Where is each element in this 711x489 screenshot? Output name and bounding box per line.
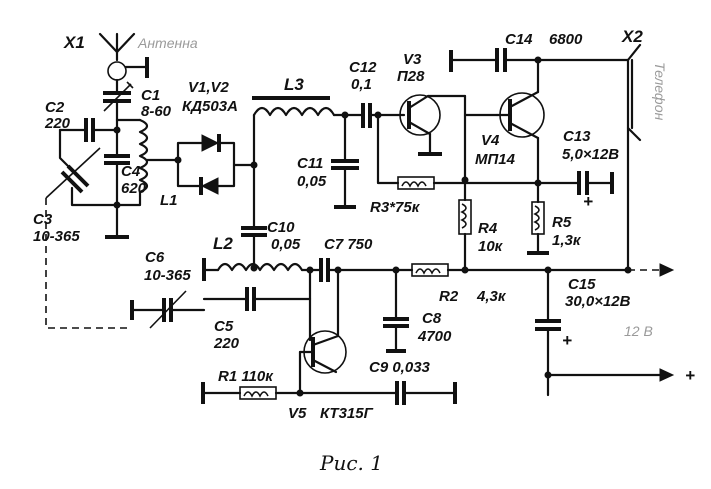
- label-plus-out: +: [685, 366, 695, 385]
- label-c12-value: 0,1: [351, 76, 372, 93]
- label-l2: L2: [213, 234, 233, 253]
- rail-plus-arrow: [546, 368, 675, 382]
- transistor-v4: [495, 58, 545, 185]
- label-r4: R4: [478, 220, 498, 237]
- label-c10: C10: [267, 219, 295, 236]
- label-c15: C15: [568, 276, 596, 293]
- label-c14-value: 6800: [549, 31, 583, 48]
- connector-x2: [626, 43, 642, 272]
- capacitor-c1: [103, 78, 134, 122]
- label-plus-c15: +: [562, 331, 572, 350]
- label-c11-value: 0,05: [297, 173, 327, 190]
- label-c6: C6: [145, 249, 165, 266]
- label-c14: C14: [505, 31, 533, 48]
- label-r1: R1 110к: [218, 368, 274, 385]
- capacitor-c9: [298, 381, 457, 405]
- capacitor-c3: [45, 128, 119, 207]
- label-v4: V4: [481, 132, 500, 149]
- capacitor-c2: [58, 118, 119, 142]
- junction-node: [461, 266, 469, 274]
- tuning-gang-dash: [45, 198, 130, 329]
- label-r3: R3*75к: [370, 199, 421, 216]
- capacitor-c12: [361, 103, 406, 128]
- label-c4-value: 620: [121, 180, 147, 197]
- label-c13: C13: [563, 128, 591, 145]
- label-r2: R2: [439, 288, 459, 305]
- label-r4-value: 10к: [478, 238, 504, 255]
- label-c8-value: 4700: [417, 328, 452, 345]
- capacitor-c15: [535, 268, 561, 397]
- label-c4: C4: [121, 163, 141, 180]
- label-c13-value: 5,0×12В: [562, 146, 619, 163]
- resistor-r2: [411, 263, 630, 277]
- label-c5: C5: [214, 318, 234, 335]
- label-c6-value: 10-365: [144, 267, 191, 284]
- inductor-l1: [115, 118, 180, 207]
- label-v3: V3: [403, 51, 422, 68]
- figure-caption: Рис. 1: [319, 451, 383, 475]
- diodes-v1-v2: [176, 134, 256, 195]
- capacitor-c6: [130, 290, 206, 329]
- label-r5-value: 1,3к: [552, 232, 582, 249]
- capacitor-c14: [449, 48, 630, 72]
- label-c5-value: 220: [213, 335, 240, 352]
- label-c1: C1: [141, 87, 160, 104]
- label-l1: L1: [160, 192, 178, 209]
- label-c7: C7 750: [324, 236, 373, 253]
- label-x1: X1: [63, 33, 85, 52]
- label-l3: L3: [284, 75, 304, 94]
- label-c15-value: 30,0×12В: [565, 293, 631, 310]
- capacitor-c13: [536, 171, 614, 195]
- label-x2: X2: [621, 27, 643, 46]
- resistor-r5: [527, 181, 549, 255]
- antenna-x1: [98, 32, 136, 62]
- label-c2: C2: [45, 99, 65, 116]
- label-v5-type: КТ315Г: [320, 405, 374, 422]
- label-supply: 12 В: [624, 323, 653, 339]
- label-c3: C3: [33, 211, 53, 228]
- inductor-l2: [202, 258, 322, 281]
- rail-minus-arrow: [628, 263, 675, 277]
- label-c1-value: 8-60: [141, 103, 172, 120]
- label-c3-value: 10-365: [33, 228, 80, 245]
- label-diodes-type: КД503А: [182, 98, 238, 115]
- junction-node: [296, 389, 304, 397]
- label-c2-value: 220: [44, 115, 71, 132]
- label-phones: Телефон: [652, 62, 668, 121]
- transistor-v5: [298, 268, 347, 395]
- label-plus-c13: +: [583, 192, 593, 211]
- label-r2-value: 4,3к: [476, 288, 507, 305]
- label-diodes: V1,V2: [188, 79, 230, 96]
- transistor-v3: [399, 94, 467, 156]
- label-v4-type: МП14: [475, 151, 516, 168]
- label-c11: C11: [297, 155, 323, 172]
- label-c9: C9 0,033: [369, 359, 431, 376]
- resistor-r1: [201, 382, 302, 404]
- capacitor-c4: [104, 118, 130, 207]
- label-v5: V5: [288, 405, 307, 422]
- label-r5: R5: [552, 214, 572, 231]
- capacitor-c11: [331, 113, 359, 209]
- label-antenna: Антенна: [137, 35, 198, 51]
- label-v3-type: П28: [397, 68, 425, 85]
- capacitor-c5: [202, 268, 312, 311]
- capacitor-c8: [383, 268, 409, 353]
- junction-node: [534, 56, 542, 64]
- label-c8: C8: [422, 310, 442, 327]
- antenna-coupling-loop: [107, 61, 127, 81]
- resistor-r3: [376, 113, 540, 190]
- label-c12: C12: [349, 59, 377, 76]
- resistor-r4: [458, 178, 472, 272]
- capacitor-c10: [241, 163, 267, 270]
- label-c10-value: 0,05: [271, 236, 301, 253]
